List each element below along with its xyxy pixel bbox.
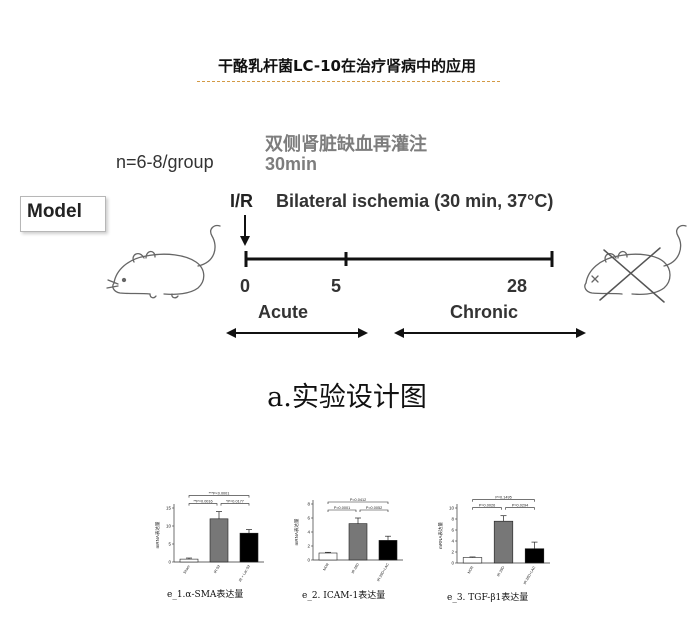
chart-2-ytick-label: 6	[307, 516, 310, 521]
model-label: Model	[27, 201, 82, 222]
timepoint-5: 5	[331, 276, 342, 296]
figure-title: 干酪乳杆菌LC-10在治疗肾病中的应用	[217, 57, 476, 75]
ir-label: I/R	[230, 191, 254, 211]
chart-2-bar	[378, 540, 398, 561]
phase-acute-label: Acute	[258, 302, 309, 322]
chart-2-bar	[348, 523, 368, 561]
chart-1-significance-bracket	[188, 503, 218, 506]
chart-3-ytick-label: 2	[451, 550, 454, 555]
chart-2-ytick-label: 8	[307, 502, 310, 507]
chart-3-bar	[493, 520, 514, 564]
chart-3-bar	[524, 548, 545, 564]
chart-1-bar	[209, 518, 229, 563]
model-box: Model	[20, 196, 106, 232]
chart-2-ylabel: mRNA表达量	[293, 518, 300, 545]
chart-2-ytick-label: 0	[307, 558, 310, 563]
chart-1-ylabel: mRNA表达量	[154, 521, 161, 548]
chart-1-bar	[239, 532, 259, 563]
chart-2-significance-label: P=0.0001	[334, 506, 350, 510]
chart-3-ytick-label: 10	[449, 506, 455, 511]
ischemia-en-label: Bilateral ischemia (30 min, 37°C)	[276, 191, 554, 211]
title-underline	[197, 81, 500, 82]
chart-3-ylabel: mRNA表达量	[437, 522, 444, 549]
chart-1-significance-bracket	[220, 503, 250, 506]
ischemia-cn-duration: 30min	[265, 154, 318, 174]
chart-1-bar	[179, 558, 199, 563]
chart-1-significance-label: ***P<0.0001	[209, 491, 230, 495]
chart-1-category-label: Sham	[183, 564, 191, 574]
chart-3-ytick-label: 6	[451, 528, 454, 533]
chart-3-category-label: NOR	[467, 565, 475, 574]
chart-3-significance-bracket	[505, 507, 535, 510]
timepoint-0: 0	[240, 276, 251, 296]
chart-1-caption: e_1.α-SMA表达量	[167, 590, 244, 600]
chart-3-significance-bracket	[472, 507, 502, 510]
chart-1-category-label: IR 5d	[213, 565, 221, 574]
chart-2-significance-label: P=0.0052	[366, 506, 382, 510]
chart-1-ytick-label: 15	[166, 506, 172, 511]
chart-3-caption: e_3. TGF-β1表达量	[447, 593, 529, 603]
chart-1-ytick-label: 10	[166, 524, 172, 529]
chart-1-significance-bracket	[188, 495, 250, 498]
chart-2-significance-bracket	[359, 509, 389, 512]
chart-3-bar	[462, 557, 483, 564]
chart-2-category-label: IR 28D+LAC	[376, 562, 390, 582]
chart-2-ytick-label: 2	[307, 544, 310, 549]
chart-2-significance-label: P=0.0412	[350, 498, 366, 502]
chart-3-ytick-label: 4	[451, 539, 454, 544]
chart-1-ytick-label: 0	[168, 560, 171, 565]
chart-3-category-label: IR 28D+LAC	[523, 565, 537, 585]
chart-3-ytick-label: 0	[451, 561, 454, 566]
chart-3-significance-label: P=0.1495	[495, 496, 511, 500]
chart-2-significance-bracket	[327, 501, 389, 504]
chart-2-significance-bracket	[327, 509, 357, 512]
chart-1-significance-label: **P=0.0016	[193, 499, 212, 503]
caption-design: a.实验设计图	[267, 382, 427, 413]
ischemia-cn-label: 双侧肾脏缺血再灌注	[265, 134, 427, 155]
chart-1-ytick-label: 5	[168, 542, 171, 547]
group-size-label: n=6-8/group	[116, 152, 214, 172]
timepoint-28: 28	[507, 276, 528, 296]
chart-1-significance-label: *P=0.0177	[226, 499, 244, 503]
chart-3-category-label: IR 28D	[496, 565, 505, 577]
chart-2-bar	[318, 552, 338, 561]
chart-2-category-label: IR 28D	[351, 562, 360, 574]
chart-3-significance-label: P=0.0026	[479, 504, 495, 508]
chart-2-category-label: NOR	[322, 562, 330, 571]
chart-1-category-label: IR + Lac 5d	[238, 565, 251, 583]
phase-chronic-label: Chronic	[450, 302, 519, 322]
chart-3-significance-label: P=0.0294	[512, 504, 528, 508]
chart-3-ytick-label: 8	[451, 517, 454, 522]
chart-3-significance-bracket	[472, 499, 535, 502]
chart-2-ytick-label: 4	[307, 530, 310, 535]
chart-2-caption: e_2. ICAM-1表达量	[302, 591, 386, 601]
